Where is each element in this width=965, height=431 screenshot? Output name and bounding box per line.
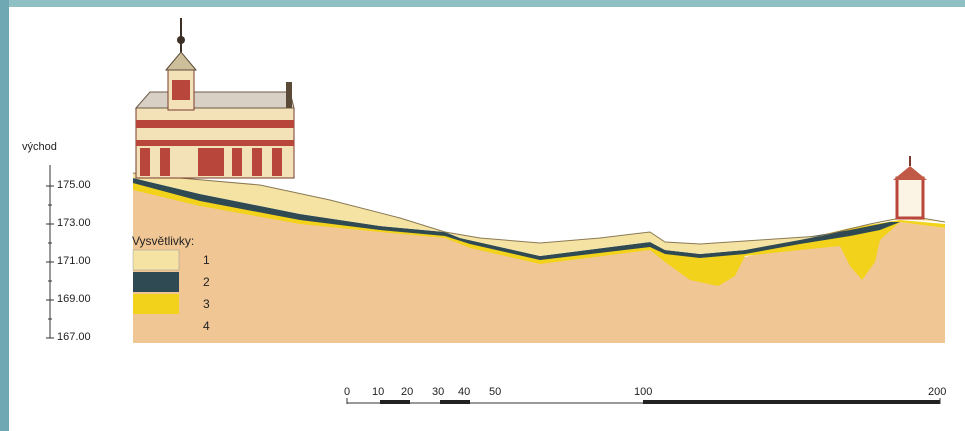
top-border [0, 0, 965, 7]
legend-swatch-2 [133, 272, 179, 292]
legend-swatch-3 [133, 294, 179, 314]
layer-3-yellow [133, 180, 945, 286]
legend-swatch-4 [133, 316, 179, 336]
legend-label-3: 3 [203, 297, 210, 311]
elevation-axis-title: východ [22, 141, 57, 153]
layer-4-ground [133, 186, 945, 343]
tick-label-167: 167.00 [57, 331, 91, 343]
left-border [0, 0, 9, 431]
tick-label-173: 173.00 [57, 217, 91, 229]
scale-label-200: 200 [928, 386, 947, 398]
legend-title: Vysvětlivky: [132, 234, 195, 248]
terrain-surface-line [132, 172, 946, 245]
scale-label-0: 0 [344, 386, 351, 398]
castle-illustration [134, 18, 295, 179]
scale-label-50: 50 [489, 386, 502, 398]
legend-label-4: 4 [203, 319, 210, 333]
chapel-illustration [893, 156, 927, 220]
scale-bar [346, 398, 941, 404]
scale-label-20: 20 [401, 386, 414, 398]
tick-label-175: 175.00 [57, 179, 91, 191]
scale-label-100: 100 [634, 386, 653, 398]
legend-swatch-1 [132, 249, 180, 271]
tick-label-169: 169.00 [57, 293, 91, 305]
tick-label-171: 171.00 [57, 255, 91, 267]
scale-label-30: 30 [432, 386, 445, 398]
scale-label-10: 10 [372, 386, 385, 398]
scale-label-40: 40 [458, 386, 471, 398]
legend-label-1: 1 [203, 253, 210, 267]
legend-label-2: 2 [203, 275, 210, 289]
